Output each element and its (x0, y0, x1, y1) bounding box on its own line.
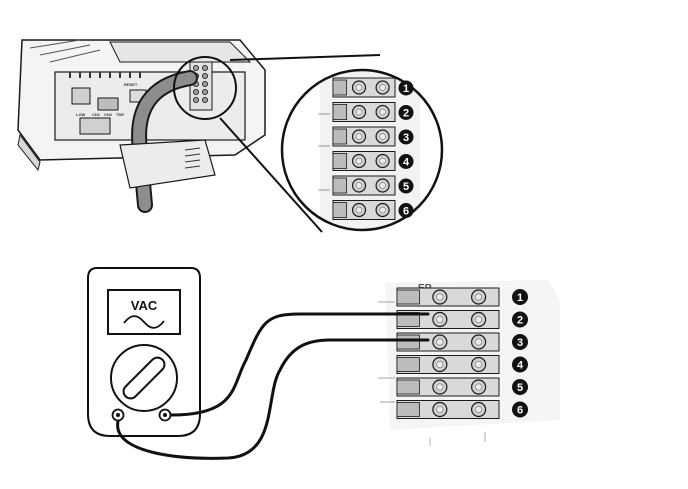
svg-text:4: 4 (517, 359, 524, 371)
svg-text:1: 1 (403, 83, 409, 95)
block-terminal-number-badge-5: 5 (512, 379, 528, 395)
zoom-terminal-number-badge-5: 5 (398, 178, 414, 194)
block-terminal-number-badge-4: 4 (512, 356, 528, 373)
zoom-terminal-row (332, 102, 396, 122)
svg-text:3: 3 (517, 337, 523, 349)
zoom-leader-lines (219, 54, 381, 233)
block-terminal-number-badge-2: 2 (512, 311, 528, 328)
block-terminal-number-badge-1: 1 (512, 289, 528, 305)
zoom-terminal-row (332, 151, 396, 171)
block-terminal-row (396, 332, 500, 352)
zoom-terminal-row (332, 126, 396, 147)
rotary-dial-icon (110, 344, 178, 412)
device-terminal-strip (189, 61, 213, 111)
svg-text:6: 6 (403, 205, 409, 217)
zoom-terminal-row (332, 77, 396, 98)
device-label-tde: TDE (116, 112, 124, 117)
device-label-reset: RESET (124, 82, 138, 87)
ac-wave-icon (123, 315, 165, 329)
zoom-terminal-number-badge-6: 6 (398, 203, 414, 218)
device-label-low: LOW (76, 112, 86, 117)
meter-mode-label: VAC (131, 298, 158, 313)
meter-display (107, 289, 181, 335)
block-terminal-number-badge-6: 6 (512, 401, 528, 418)
svg-text:5: 5 (403, 181, 409, 193)
zoom-terminal-number-badge-1: 1 (398, 80, 414, 96)
zoom-terminal-number-badge-2: 2 (398, 105, 414, 120)
svg-text:3: 3 (403, 132, 409, 144)
svg-text:2: 2 (403, 107, 409, 119)
zoom-terminal-row (332, 200, 396, 220)
probe-lead-black (116, 338, 430, 460)
block-terminal-row (396, 400, 500, 419)
svg-text:6: 6 (517, 404, 523, 416)
svg-text:1: 1 (517, 292, 523, 304)
device-illustration: RESET LOW CH1 CH2 TDE (17, 39, 266, 213)
zoom-terminal-number-badge-4: 4 (398, 154, 414, 169)
device-label-ch2: CH2 (104, 112, 113, 117)
multimeter: VAC (87, 267, 201, 437)
probe-lead-red (169, 312, 430, 417)
zoom-terminal-number-badge-3: 3 (398, 129, 414, 145)
block-terminal-number-badge-3: 3 (512, 334, 528, 350)
terminal-block: ER (378, 280, 560, 446)
svg-text:4: 4 (403, 156, 410, 168)
block-terminal-row (396, 355, 500, 374)
probe-leads (116, 312, 430, 460)
device-label-ch1: CH1 (92, 112, 101, 117)
zoom-terminal-row (332, 175, 396, 196)
block-terminal-row (396, 377, 500, 397)
block-terminal-row (396, 287, 500, 307)
svg-text:2: 2 (517, 314, 523, 326)
svg-text:5: 5 (517, 382, 523, 394)
